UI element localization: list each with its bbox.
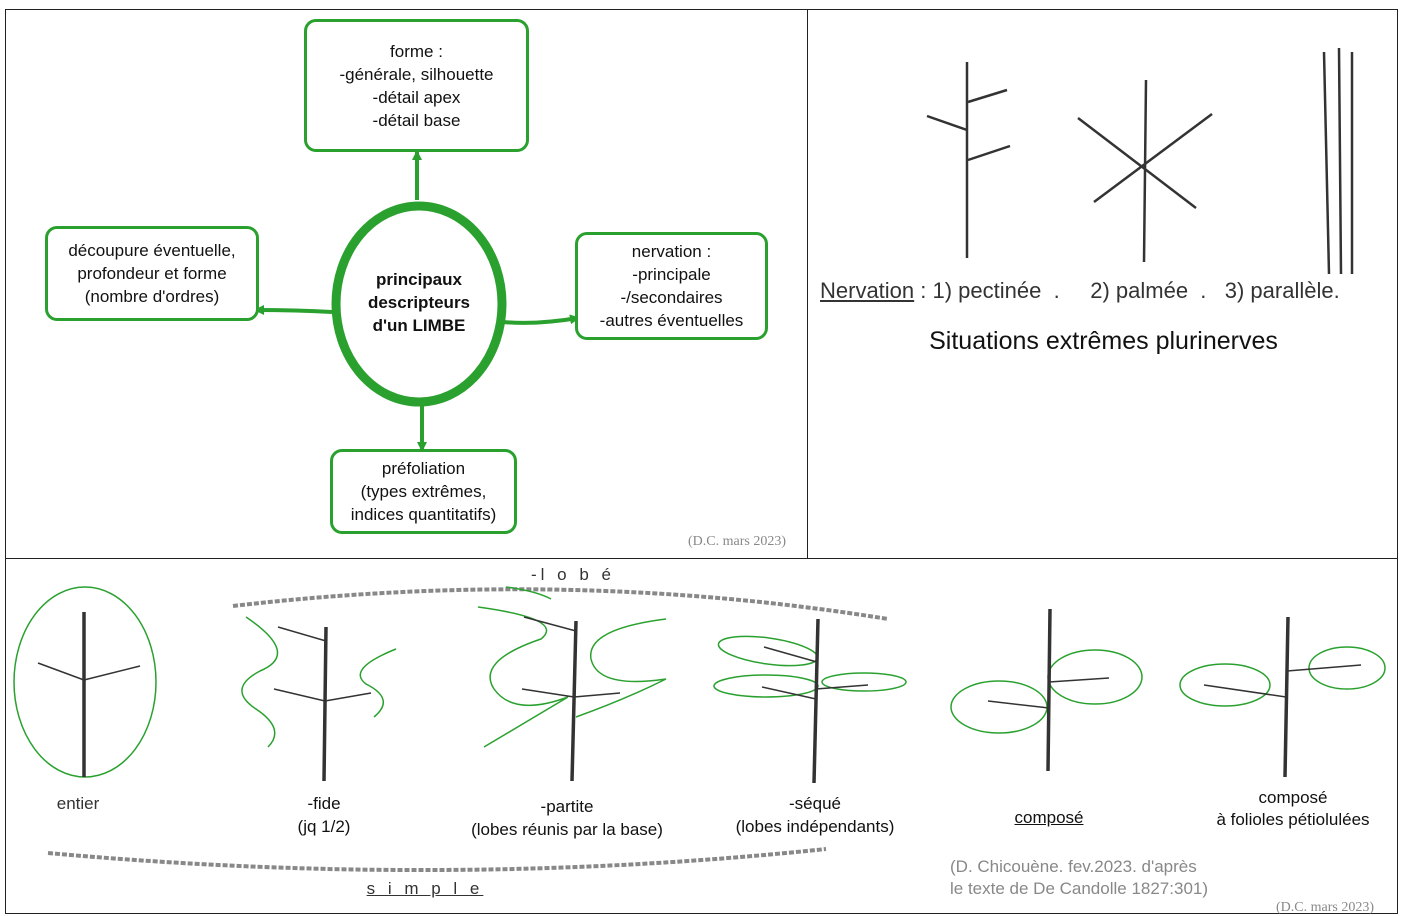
- credit-leaf-types: (D.C. mars 2023): [1276, 900, 1374, 915]
- entier-label: entier: [56, 794, 100, 813]
- center-ellipse: [331, 201, 507, 407]
- mindmap-panel: principaux descripteurs d'un LIMBE forme…: [5, 9, 808, 559]
- fide-line-2: (jq 1/2): [297, 817, 351, 836]
- partite-leaf: [477, 586, 667, 782]
- nervation-title: Situations extrêmes plurinerves: [929, 327, 1278, 355]
- simple-bracket: [47, 847, 827, 873]
- nervation-line-2: -principale: [632, 265, 711, 284]
- mindmap-connectors: [254, 150, 580, 452]
- nervation-label: Nervation : 1) pectinée . 2) palmée . 3)…: [820, 277, 1340, 305]
- prefoliation-line-2: (types extrêmes,: [360, 482, 487, 501]
- partite-label: -partite (lobes réunis par la base): [452, 795, 682, 841]
- entier-leaf: [13, 586, 157, 778]
- simple-label: s i m p l e: [366, 879, 484, 898]
- forme-line-1: forme :: [390, 41, 443, 61]
- lobe-bracket: [232, 587, 889, 621]
- decoupure-line-1: découpure éventuelle,: [68, 241, 236, 260]
- decoupure-box: découpure éventuelle, profondeur et form…: [45, 226, 259, 321]
- compose-petiolule-line-1: composé: [1258, 788, 1328, 807]
- center-line-1: principaux: [376, 270, 462, 289]
- partite-line-1: -partite: [540, 797, 594, 816]
- nervation-line-3: -/secondaires: [620, 288, 723, 307]
- fide-leaf: [241, 616, 397, 782]
- decoupure-line-3: (nombre d'ordres): [84, 287, 220, 306]
- forme-box: forme : -générale, silhouette -détail ap…: [304, 19, 529, 152]
- center-line-3: d'un LIMBE: [372, 316, 466, 335]
- seque-label: -séqué (lobes indépendants): [719, 792, 911, 838]
- seque-line-2: (lobes indépendants): [735, 817, 895, 836]
- fide-line-1: -fide: [307, 794, 341, 813]
- source-line-1: (D. Chicouène. fev.2023. d'après: [950, 857, 1197, 876]
- parallel-drawing: [1322, 47, 1354, 275]
- leaf-drawings: [13, 586, 1386, 873]
- prefoliation-box: préfoliation (types extrêmes, indices qu…: [330, 449, 517, 534]
- seque-leaf: [713, 618, 907, 784]
- arrow-right: [502, 314, 580, 325]
- partite-line-2: (lobes réunis par la base): [471, 820, 663, 839]
- credit-mindmap: (D.C. mars 2023): [688, 534, 786, 549]
- forme-line-2: -générale, silhouette: [339, 64, 494, 84]
- center-line-2: descripteurs: [367, 293, 471, 312]
- lobe-label: -l o b é: [531, 565, 615, 584]
- forme-line-4: -détail base: [372, 110, 461, 130]
- nervation-panel: Nervation : 1) pectinée . 2) palmée . 3)…: [807, 9, 1398, 559]
- compose-leaf: [950, 608, 1143, 772]
- nervation-drawings: [926, 47, 1354, 275]
- leaf-types-panel: -l o b é s i m p l e entier -fide (jq 1/…: [5, 558, 1398, 915]
- nervation-types-text: : 1) pectinée . 2) palmée . 3) parallèle…: [914, 278, 1340, 303]
- compose-petiolule-leaf: [1179, 616, 1386, 778]
- nervation-word: Nervation: [820, 278, 915, 303]
- fide-label: -fide (jq 1/2): [264, 792, 384, 838]
- seque-line-1: -séqué: [789, 794, 841, 813]
- center-label: principaux descripteurs d'un LIMBE: [339, 268, 499, 337]
- forme-line-3: -détail apex: [372, 87, 461, 107]
- nervation-line-4: -autres éventuelles: [599, 311, 744, 330]
- nervation-line-1: nervation :: [631, 242, 712, 261]
- prefoliation-line-1: préfoliation: [381, 459, 466, 478]
- nervation-box: nervation : -principale -/secondaires -a…: [575, 232, 768, 340]
- pectinate-drawing: [926, 62, 1011, 258]
- source-line-2: le texte de De Candolle 1827:301): [950, 879, 1209, 898]
- compose-petiolule-line-2: à folioles pétiolulées: [1216, 810, 1370, 829]
- compose-petiolule-label: composé à folioles pétiolulées: [1198, 787, 1388, 831]
- compose-label: composé: [1014, 808, 1084, 827]
- arrow-left: [254, 305, 333, 316]
- source-note: (D. Chicouène. fev.2023. d'après le text…: [950, 856, 1208, 900]
- palmate-drawing: [1077, 79, 1213, 263]
- prefoliation-line-3: indices quantitatifs): [350, 505, 497, 524]
- decoupure-line-2: profondeur et forme: [77, 264, 227, 283]
